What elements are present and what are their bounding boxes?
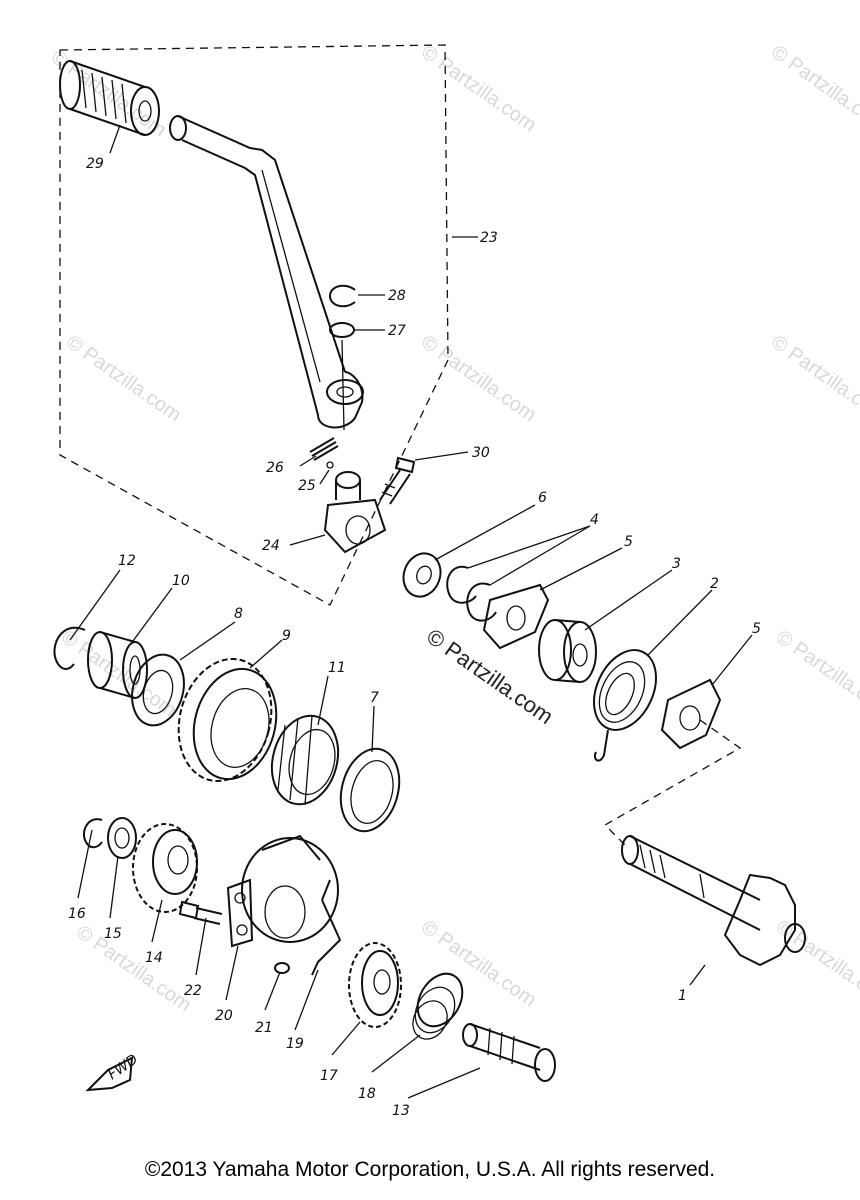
part-pin <box>274 962 290 974</box>
parts-diagram: © Partzilla.com © Partzilla.com © Partzi… <box>47 41 860 1119</box>
callout: 13 <box>392 1103 410 1119</box>
callout: 28 <box>388 288 406 304</box>
part-stopper-plate <box>482 583 550 650</box>
part-circlip-4b <box>466 582 497 622</box>
alignment-guide <box>603 719 742 846</box>
callout: 17 <box>320 1068 338 1084</box>
watermark-group: © Partzilla.com © Partzilla.com © Partzi… <box>47 41 860 1016</box>
part-plate-20 <box>226 878 254 948</box>
part-plate-5 <box>660 678 722 750</box>
callout: 14 <box>145 950 163 966</box>
fwd-label: FWD <box>105 1051 141 1083</box>
watermark: © Partzilla.com <box>772 916 860 1011</box>
part-ball <box>326 461 334 469</box>
copyright-notice: ©2013 Yamaha Motor Corporation, U.S.A. A… <box>144 1158 716 1181</box>
callout: 24 <box>262 538 280 554</box>
leader-lines <box>69 124 753 1099</box>
part-kick-shaft <box>621 835 806 967</box>
callout: 23 <box>480 230 498 246</box>
part-boss <box>323 471 387 554</box>
callout: 25 <box>298 478 316 494</box>
part-washer-7 <box>339 747 401 833</box>
part-torsion-spring <box>593 649 657 762</box>
part-washer-6 <box>402 552 442 598</box>
part-spring-18 <box>412 972 464 1040</box>
callout: 2 <box>710 576 719 592</box>
callout: 7 <box>370 690 379 706</box>
callout: 15 <box>104 926 122 942</box>
watermark: © Partzilla.com <box>417 916 540 1011</box>
part-shaft-13 <box>462 1023 556 1082</box>
fwd-arrow: FWD <box>85 1051 141 1092</box>
callout: 1 <box>678 988 687 1004</box>
callout: 30 <box>472 445 490 461</box>
callout: 21 <box>255 1020 273 1036</box>
callout-labels: 1 2 3 4 5 5 6 7 8 9 10 11 12 13 14 15 16… <box>68 156 761 1119</box>
watermark: © Partzilla.com <box>72 921 195 1016</box>
callout: 27 <box>388 323 406 339</box>
callout: 29 <box>86 156 104 172</box>
watermark: © Partzilla.com <box>57 626 180 721</box>
watermark: © Partzilla.com <box>417 41 540 136</box>
callout: 9 <box>282 628 291 644</box>
part-kick-gear <box>177 657 278 783</box>
part-grip <box>59 60 160 136</box>
callout: 5 <box>752 621 761 637</box>
part-gear-17 <box>348 942 402 1028</box>
part-circlip-16 <box>83 818 103 849</box>
callout: 4 <box>590 512 599 528</box>
part-spring-clip <box>311 879 342 976</box>
part-spring <box>309 437 339 461</box>
callout: 3 <box>672 556 681 572</box>
callout: 26 <box>266 460 284 476</box>
watermark: © Partzilla.com <box>767 41 860 136</box>
part-spring-guide <box>538 619 597 683</box>
part-circlip <box>328 284 356 308</box>
callout: 22 <box>184 983 202 999</box>
watermark: © Partzilla.com <box>47 46 170 141</box>
watermark-center: © Partzilla.com <box>422 624 558 730</box>
part-washer-15 <box>107 817 137 859</box>
watermark: © Partzilla.com <box>62 331 185 426</box>
callout: 19 <box>286 1036 304 1052</box>
part-washer <box>329 322 355 338</box>
part-circlip-4a <box>446 565 477 604</box>
part-clip <box>270 714 340 806</box>
watermark: © Partzilla.com <box>417 331 540 426</box>
callout: 18 <box>358 1086 376 1102</box>
watermark: © Partzilla.com <box>772 626 860 721</box>
part-washer-8 <box>131 653 185 727</box>
callout: 6 <box>538 490 547 506</box>
part-bolt-30 <box>379 456 416 505</box>
callout: 20 <box>215 1008 233 1024</box>
watermark: © Partzilla.com <box>767 331 860 426</box>
part-circlip-12 <box>53 626 86 670</box>
callout: 8 <box>234 606 243 622</box>
callout: 11 <box>328 660 346 676</box>
part-idle-gear-14 <box>132 823 198 913</box>
part-kick-crank <box>169 115 364 429</box>
part-bolt-22 <box>178 900 223 925</box>
callout: 5 <box>624 534 633 550</box>
part-housing <box>241 834 339 943</box>
callout: 16 <box>68 906 86 922</box>
callout: 10 <box>172 573 190 589</box>
part-collar <box>87 631 148 699</box>
callout: 12 <box>118 553 136 569</box>
assembly-outline <box>59 44 449 606</box>
